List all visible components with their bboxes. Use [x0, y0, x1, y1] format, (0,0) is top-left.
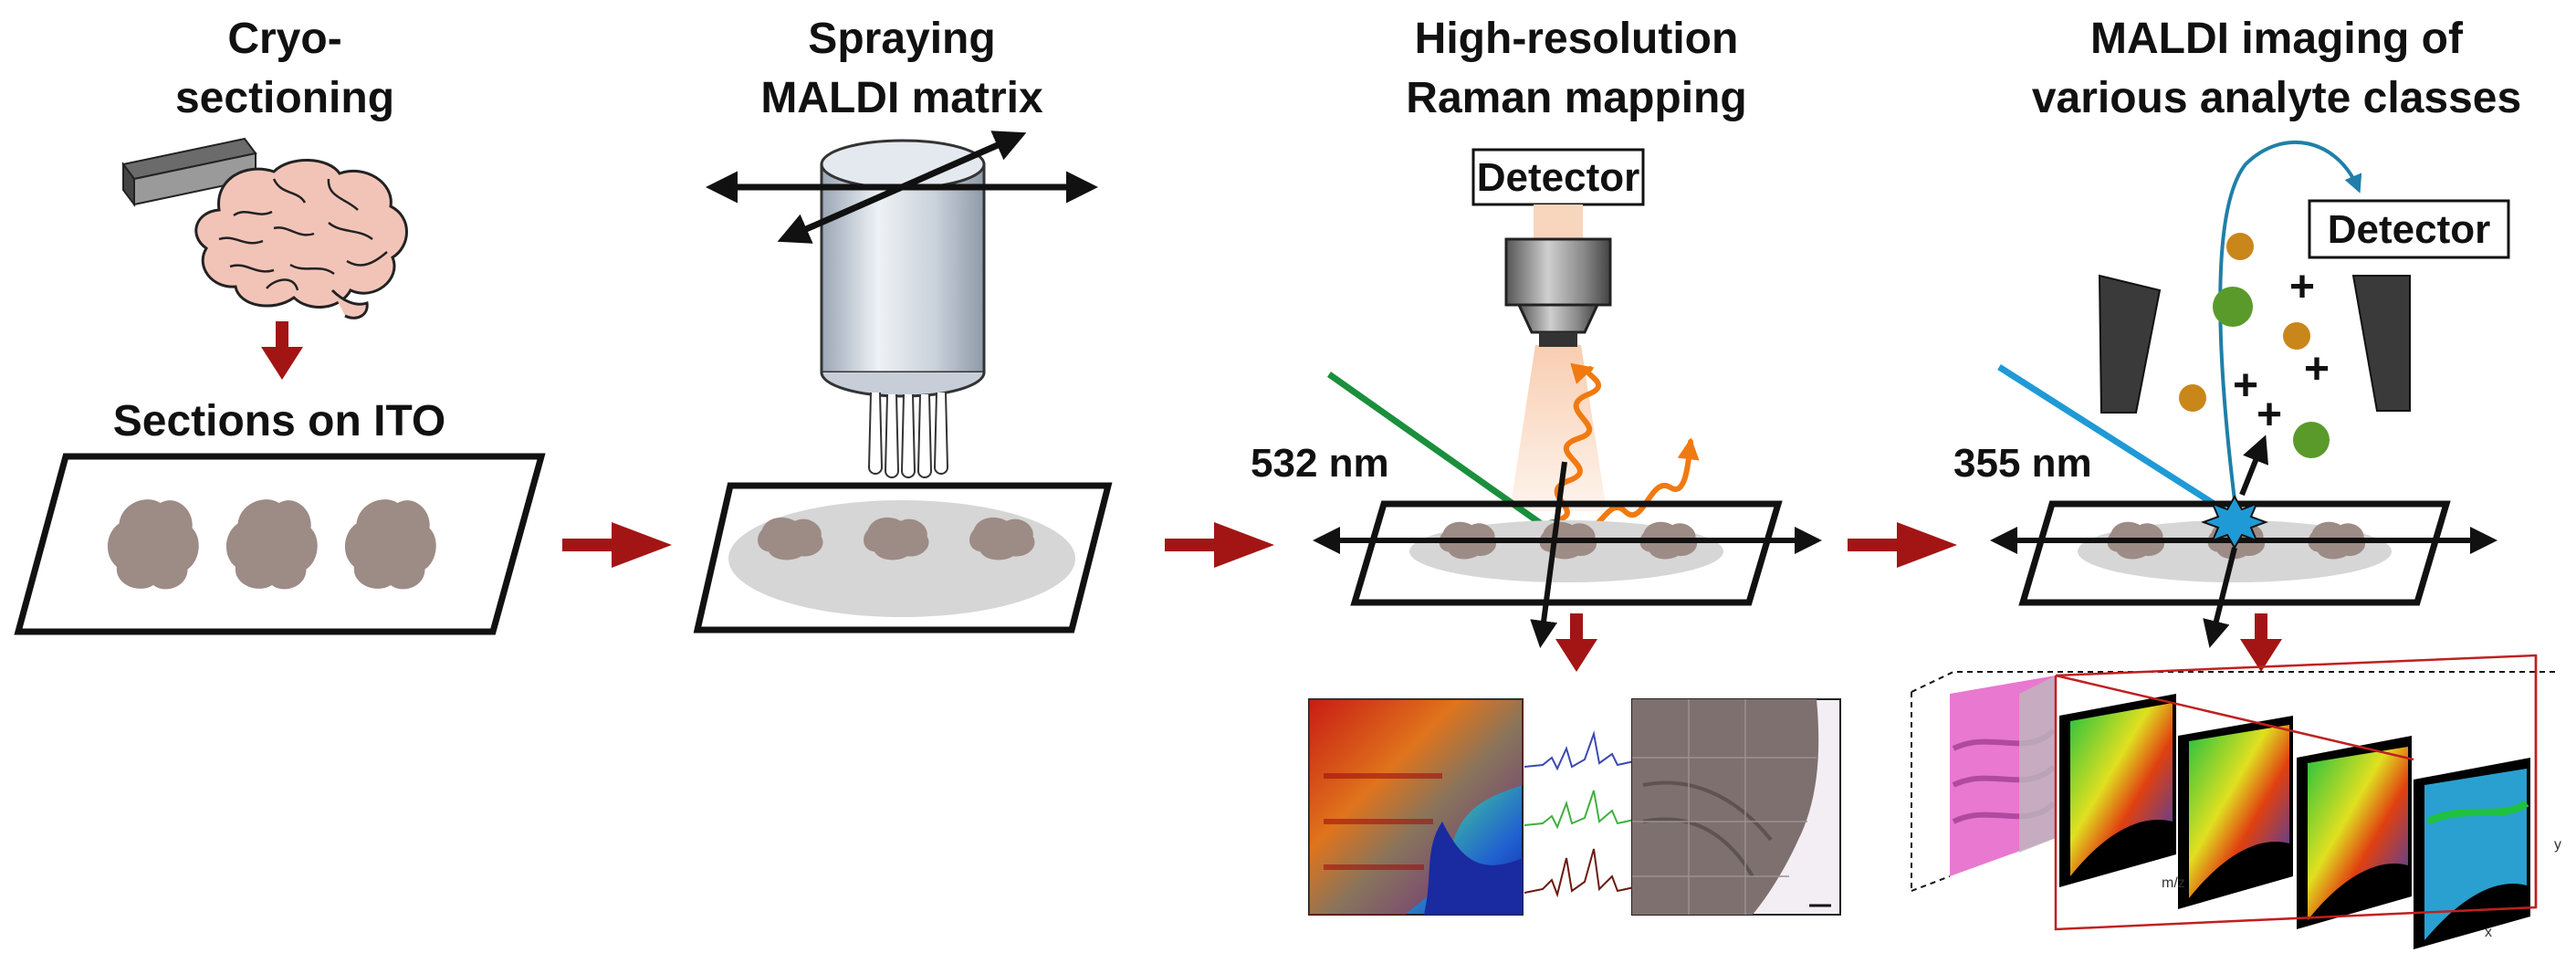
detector-beam	[1534, 204, 1583, 241]
ion-sign-1: +	[2233, 361, 2258, 410]
step-3-title-line-1: High-resolution	[1415, 15, 1739, 63]
microscope-objective-icon	[1504, 237, 1612, 347]
raman-heatmap-image	[1308, 698, 1524, 916]
maldi-detector-box: Detector	[2308, 199, 2510, 259]
brain-icon	[194, 159, 408, 319]
raman-slide	[1313, 461, 1822, 648]
maldi-image-stack: m/z y x	[1911, 654, 2561, 949]
ito-slide	[14, 453, 546, 635]
step-4-title-line-1: MALDI imaging of	[2090, 15, 2464, 63]
ion-flight-path	[2218, 140, 2362, 501]
step-cryo-sectioning: Cryo- sectioning Sections on ITO	[14, 15, 546, 635]
step-1-title-line-2: sectioning	[175, 74, 394, 122]
axis-x-label: x	[2485, 925, 2492, 940]
ion-sign-2: +	[2289, 263, 2315, 311]
flow-arrow-down	[261, 321, 303, 380]
maldi-result-arrow	[2240, 613, 2282, 672]
step-2-title-line-1: Spraying	[808, 15, 995, 63]
flow-arrow-1	[562, 522, 672, 568]
analyte-ions-icon	[2179, 233, 2330, 458]
step-raman-mapping: High-resolution Raman mapping Detector 5…	[1251, 15, 1841, 916]
optical-microscope-image	[1631, 698, 1841, 916]
ion-sign-3: +	[2304, 345, 2330, 393]
movement-arrows-icon	[706, 131, 1098, 244]
raman-detector-box: Detector	[1471, 148, 1645, 206]
step-1-title-line-1: Cryo-	[227, 15, 341, 63]
maldi-ion-image-2	[2178, 716, 2293, 909]
step-4-title-line-2: various analyte classes	[2032, 74, 2521, 122]
laser-burst-icon	[2201, 494, 2268, 550]
maldi-ion-image-1	[2059, 694, 2176, 887]
raman-result-arrow	[1555, 613, 1597, 672]
raman-detector-label: Detector	[1477, 155, 1640, 200]
axis-mz-label: m/z	[2162, 875, 2185, 891]
maldi-ion-image-3	[2297, 736, 2412, 929]
maldi-slide	[1990, 500, 2497, 648]
ion-sign-4: +	[2257, 391, 2282, 439]
step-maldi-imaging: MALDI imaging of various analyte classes…	[1911, 15, 2561, 949]
maldi-ion-image-4	[2414, 758, 2530, 949]
ion-charge-signs: + + + +	[2233, 263, 2330, 439]
ion-ejection-arrow	[2239, 435, 2269, 497]
maldi-laser-beam	[1997, 364, 2227, 514]
flow-arrow-2	[1165, 522, 1274, 568]
step-spraying-matrix: Spraying MALDI matrix	[693, 15, 1113, 634]
maldi-wavelength-label: 355 nm	[1953, 441, 2092, 486]
axis-y-label: y	[2554, 837, 2561, 853]
raman-spectra-plot	[1524, 730, 1635, 898]
flow-arrow-3	[1848, 522, 1957, 568]
raman-wavelength-label: 532 nm	[1251, 441, 1389, 486]
step-2-title-line-2: MALDI matrix	[760, 74, 1043, 122]
matrix-coated-slide	[693, 482, 1113, 634]
maldi-detector-label: Detector	[2328, 207, 2491, 252]
step-3-title-line-2: Raman mapping	[1406, 74, 1746, 122]
sprayer-icon	[820, 139, 986, 478]
ion-optics-plates	[2098, 274, 2411, 414]
sections-on-ito-label: Sections on ITO	[113, 397, 446, 445]
